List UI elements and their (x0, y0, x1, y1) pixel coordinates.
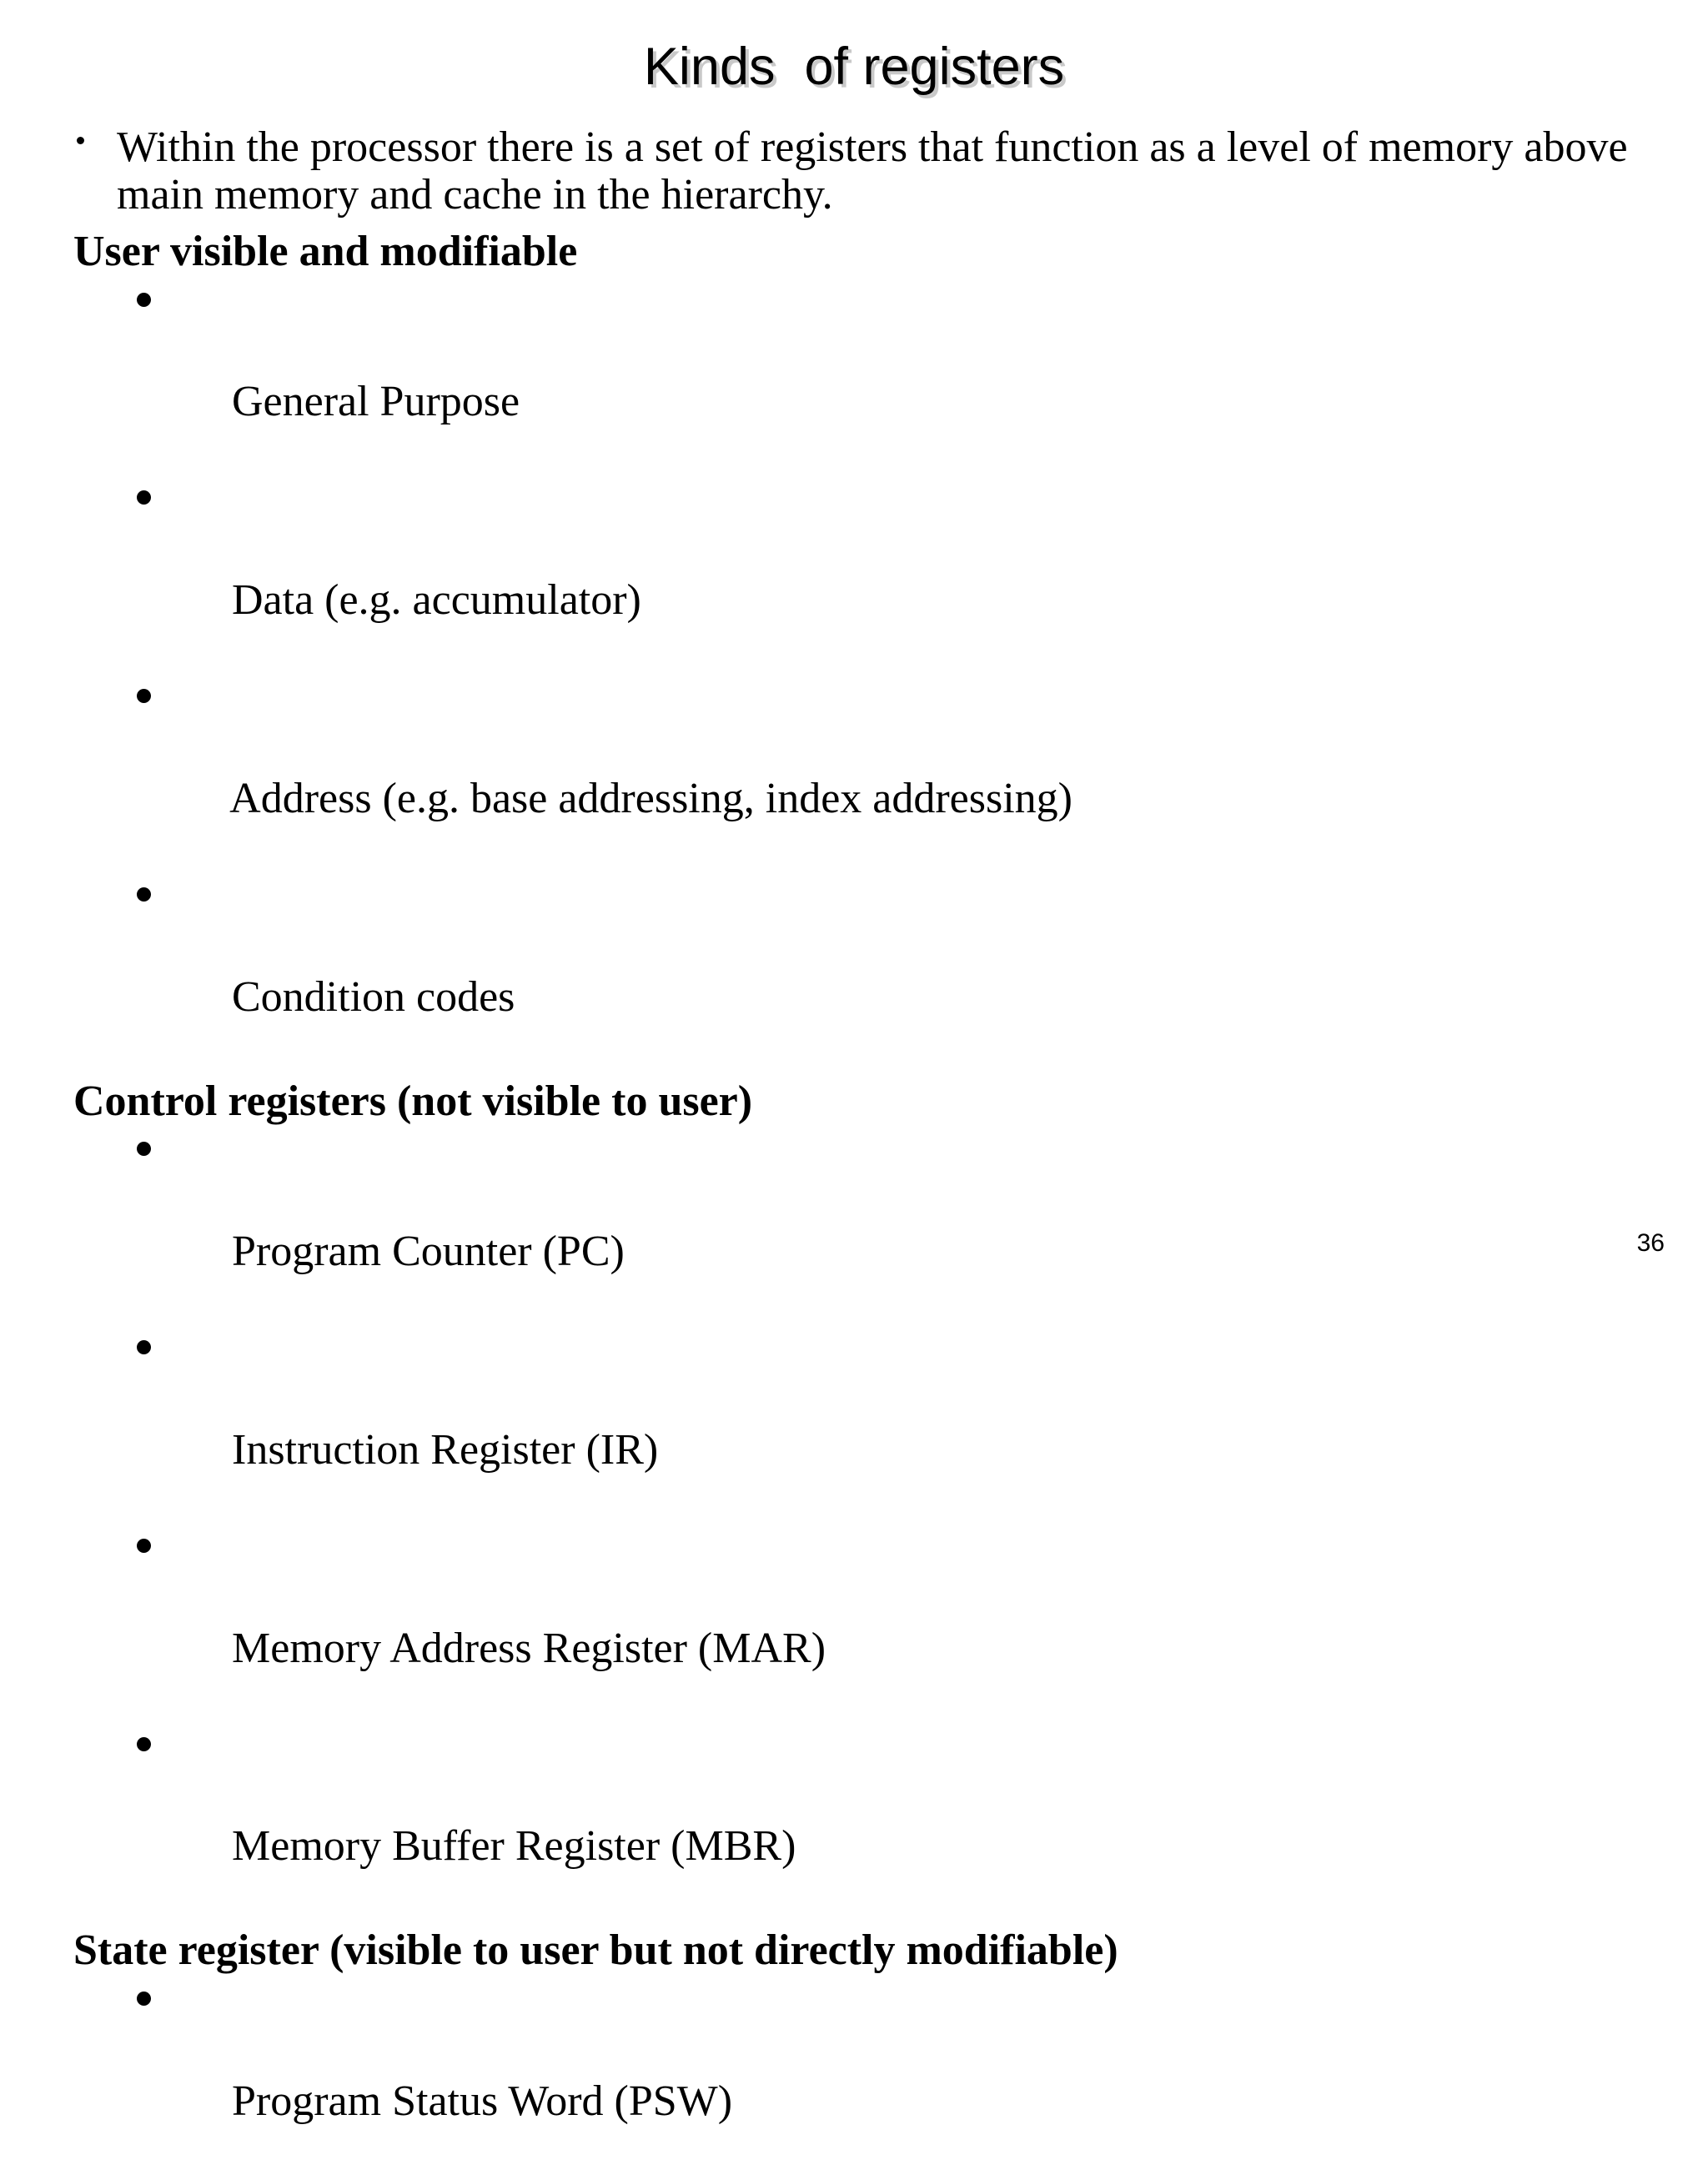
list-item-label: Instruction Register (IR) (232, 1425, 659, 1474)
page-number: 36 (1636, 1229, 1665, 1257)
list-item-label: Condition codes (232, 972, 515, 1021)
list-item-label: Memory Address Register (MAR) (232, 1624, 826, 1672)
list-item-label: Data (e.g. accumulator) (232, 576, 641, 625)
list-item-label: Program Counter (PC) (232, 1227, 625, 1275)
bullet-dot-icon (137, 1736, 151, 1751)
bullet-dot-icon (137, 689, 151, 704)
intro-bullet: Within the processor there is a set of r… (65, 123, 1650, 219)
section-heading-control-registers: Control registers (not visible to user) (73, 1077, 753, 1125)
list-item-label: Memory Buffer Register (MBR) (232, 1822, 796, 1871)
bullet-dot-icon (137, 490, 151, 505)
list-item: Program Counter (PC) (65, 1132, 1650, 1324)
list-item: Program Status Word (PSW) (65, 1982, 1650, 2173)
list-item: Address (e.g. base addressing, index add… (65, 679, 1650, 871)
section-heading-state-register: State register (visible to user but not … (73, 1926, 1118, 1975)
bullet-dot-icon (137, 292, 151, 307)
slide-body: Within the processor there is a set of r… (65, 123, 1650, 2180)
list-item: General Purpose (65, 282, 1650, 474)
page-title: Kinds of registers (643, 38, 1065, 96)
bullet-dot-icon (137, 1142, 151, 1157)
list-item: Memory Address Register (MAR) (65, 1529, 1650, 1720)
bullet-dot-icon (137, 1538, 151, 1553)
slide-canvas: Kinds of registers Within the processor … (73, 38, 1665, 2125)
list-item: Memory Buffer Register (MBR) (65, 1727, 1650, 1919)
intro-bullet-text: Within the processor there is a set of r… (117, 123, 1628, 219)
list-item: Condition codes (65, 877, 1650, 1069)
bullet-dot-icon (137, 887, 151, 902)
list-item: Data (e.g. accumulator) (65, 480, 1650, 672)
list-item: Instruction Register (IR) (65, 1330, 1650, 1522)
section-heading-user-visible: User visible and modifiable (73, 227, 578, 275)
bullet-dot-icon (137, 1340, 151, 1355)
list-item-label: General Purpose (232, 378, 520, 426)
list-item-label: Program Status Word (PSW) (232, 2077, 733, 2125)
bullet-dot-icon (137, 1991, 151, 2006)
list-item-label: Address (e.g. base addressing, index add… (229, 774, 1073, 822)
bullet-dot-icon (77, 136, 84, 144)
